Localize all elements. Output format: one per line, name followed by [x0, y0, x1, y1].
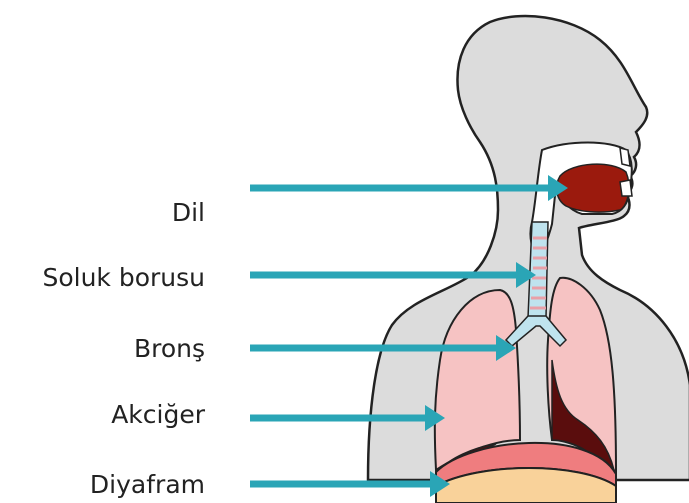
label-tongue: Dil [172, 200, 205, 225]
body-silhouette [368, 16, 689, 480]
label-trachea: Soluk borusu [42, 265, 205, 290]
trachea-tube [528, 222, 548, 318]
label-diaphragm: Diyafram [90, 472, 205, 497]
label-lung: Akciğer [111, 402, 205, 427]
label-bronchus: Bronş [134, 336, 205, 361]
